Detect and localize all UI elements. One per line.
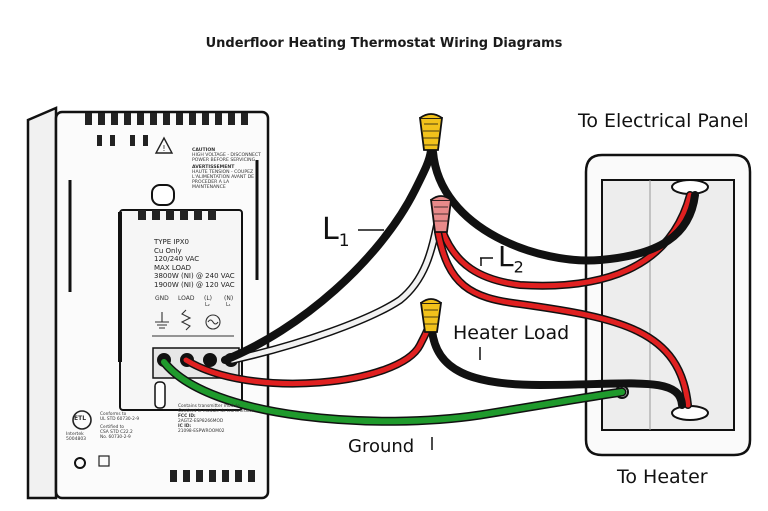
label-leaders (358, 229, 493, 450)
ground-symbol-icon (155, 312, 169, 329)
conform-line: Conforms to (100, 412, 127, 417)
fcc-line: FCC ID: (178, 414, 196, 419)
l2-sub: 2 (513, 257, 524, 277)
bottom-vent (170, 470, 255, 482)
wire-nut-yellow-top (418, 113, 444, 151)
spec-line: MAX LOAD (154, 263, 192, 272)
l2-label: L2 (498, 240, 524, 277)
certified-line: Certified to (100, 425, 125, 430)
screw-hole-icon (74, 457, 86, 469)
avert-line: MAINTENANCE (192, 185, 226, 190)
terminal-l-sub: L₂ (205, 302, 210, 308)
black-wire-l1-panel (429, 148, 699, 265)
certified-line: No. 60730-2-9 (100, 435, 131, 440)
svg-text:!: ! (162, 144, 165, 153)
terminal-l (203, 353, 217, 367)
wire-nut-yellow-load (419, 298, 443, 333)
heater-load-label: Heater Load (453, 322, 570, 344)
terminal-gnd-label: GND (155, 295, 169, 302)
fcc-text: Contains transmitter module Contient le … (178, 404, 255, 434)
terminal-n-label: (N) (224, 295, 234, 302)
l1-label: L1 (322, 212, 350, 251)
wire-nut-red (429, 195, 453, 233)
l1-sub: 1 (338, 231, 350, 251)
warning-icon (154, 136, 174, 154)
l1-letter: L (322, 212, 339, 247)
spec-block: TYPE IPX0 Cu Only 120/240 VAC MAX LOAD 3… (154, 238, 235, 289)
electrical-box (584, 153, 752, 457)
to-heater-label: To Heater (617, 466, 708, 488)
recycle-mark-icon (98, 455, 110, 467)
mount-hole-icon (151, 184, 175, 206)
etl-mark: ETL (74, 415, 87, 422)
diagram-title: Underfloor Heating Thermostat Wiring Dia… (205, 36, 563, 51)
avert-line: L'ALIMENTATION AVANT DE (192, 175, 255, 180)
conform-text: Conforms to UL STD 60730-2-9 Certified t… (100, 412, 139, 440)
terminal-load-label: LOAD (178, 295, 195, 302)
fcc-line: 21098-ESPWROOM02 (178, 429, 225, 434)
conform-line: UL STD 60730-2-9 (100, 417, 140, 422)
intertek-name: Intertek (66, 432, 84, 437)
black-wire-l1 (221, 146, 435, 364)
spec-line: 120/240 VAC (154, 255, 200, 263)
caution-text: CAUTION HIGH VOLTAGE - DISCONNECT POWER … (192, 148, 261, 190)
etl-logo-icon (72, 410, 92, 430)
terminal-n-sub: L₁ (226, 302, 231, 308)
avert-title: AVERTISSEMENT (192, 165, 235, 170)
intertek-num: 5004803 (66, 437, 87, 442)
ground-label: Ground (348, 436, 415, 457)
black-wire-load-heater (428, 326, 686, 409)
caution-line: POWER BEFORE SERVICING (192, 158, 256, 163)
spec-line: 3800W (NI) @ 240 VAC (154, 272, 235, 280)
spec-line: 1900W (NI) @ 120 VAC (154, 280, 235, 289)
certified-line: CSA STD C22.2 (100, 430, 133, 435)
avert-line: PROCEDER A LA (192, 180, 230, 185)
l2-letter: L (498, 240, 514, 273)
terminal-symbols (152, 309, 234, 337)
spec-line: Cu Only (154, 246, 182, 255)
terminal-l-label: (L) (204, 295, 213, 302)
caution-title: CAUTION (192, 148, 216, 153)
avert-line: HAUTE TENSION - COUPEZ (192, 170, 254, 175)
thermostat: ! (26, 106, 270, 500)
ac-source-icon (205, 314, 221, 330)
top-vent (85, 113, 248, 146)
spec-line: TYPE IPX0 (154, 238, 189, 246)
caution-line: HIGH VOLTAGE - DISCONNECT (192, 153, 261, 158)
fcc-line: IC ID: (178, 424, 192, 429)
fcc-line: Contains transmitter module (178, 404, 240, 409)
resistor-symbol-icon (180, 309, 192, 331)
fcc-line: Contient le module de transmission (178, 409, 255, 414)
intertek-mark: Intertek 5004803 (66, 432, 86, 442)
to-panel-label: To Electrical Panel (578, 110, 749, 132)
fcc-line: 2AGTZ-ESP8266MOD (178, 419, 224, 424)
wires (159, 146, 699, 426)
